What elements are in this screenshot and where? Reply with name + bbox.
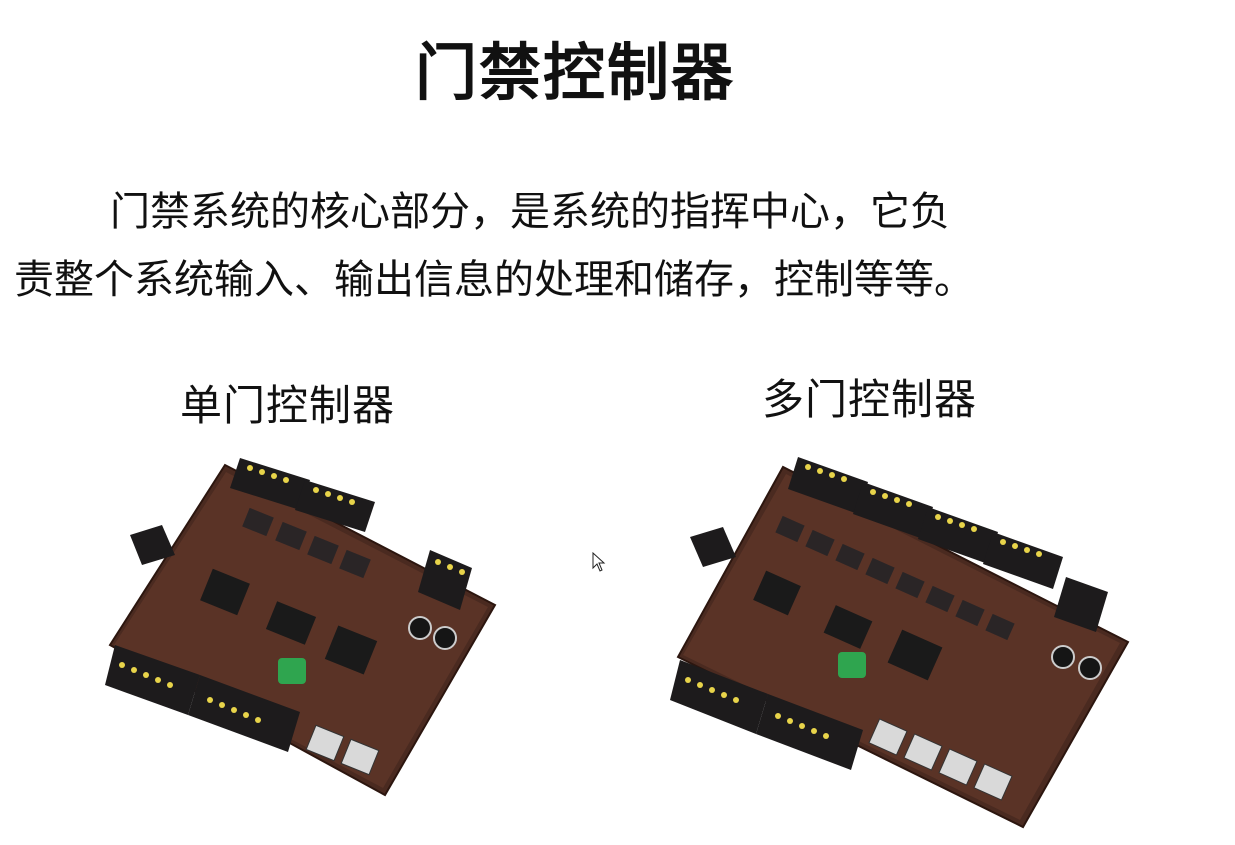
caption-multi-door: 多门控制器 bbox=[762, 375, 978, 424]
multi-door-controller-image bbox=[670, 457, 1130, 829]
description-line-1: 门禁系统的核心部分，是系统的指挥中心，它负 bbox=[110, 189, 950, 235]
description-line-2: 责整个系统输入、输出信息的处理和储存，控制等等。 bbox=[14, 257, 974, 303]
slide-title: 门禁控制器 bbox=[414, 36, 735, 109]
caption-single-door: 单门控制器 bbox=[180, 381, 396, 430]
mouse-pointer-icon bbox=[592, 552, 606, 572]
single-door-controller-image bbox=[105, 458, 497, 797]
slide-description: 门禁系统的核心部分，是系统的指挥中心，它负 责整个系统输入、输出信息的处理和储存… bbox=[14, 178, 1214, 314]
